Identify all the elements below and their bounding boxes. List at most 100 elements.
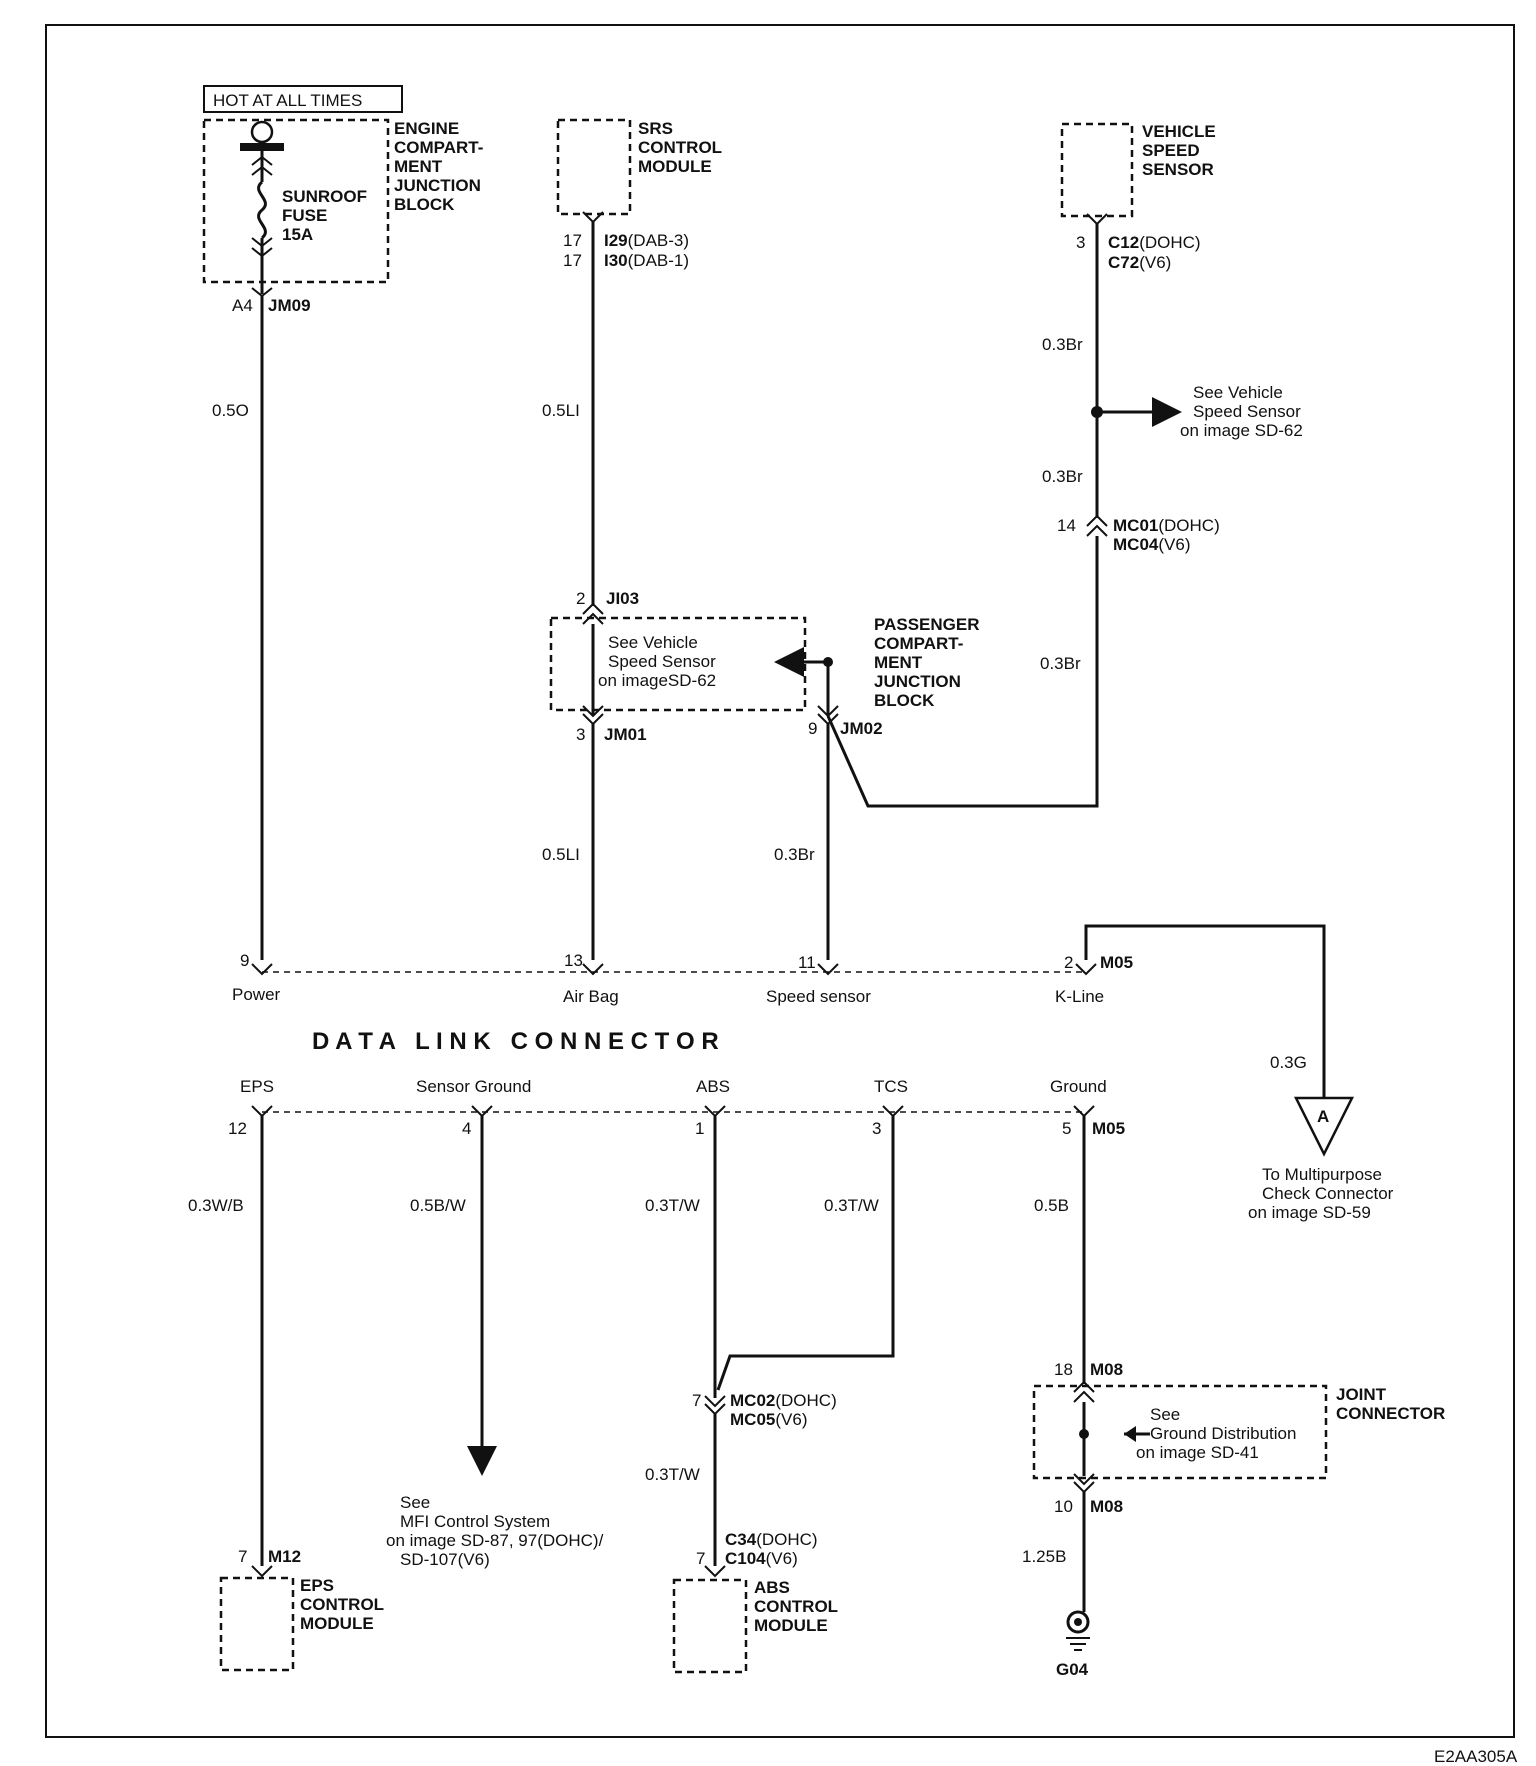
svg-text:CONTROL: CONTROL [754, 1597, 838, 1616]
svg-text:MC04(V6): MC04(V6) [1113, 535, 1190, 554]
svg-text:1.25B: 1.25B [1022, 1547, 1066, 1566]
figure-id: E2AA305A [1434, 1747, 1518, 1766]
svg-text:0.3T/W: 0.3T/W [645, 1196, 700, 1215]
svg-text:SUNROOF: SUNROOF [282, 187, 367, 206]
svg-text:MODULE: MODULE [754, 1616, 828, 1635]
svg-text:on image SD-87, 97(DOHC)/: on image SD-87, 97(DOHC)/ [386, 1531, 604, 1550]
svg-text:ABS: ABS [754, 1578, 790, 1597]
svg-text:EPS: EPS [240, 1077, 274, 1096]
svg-text:JM02: JM02 [840, 719, 883, 738]
svg-text:13: 13 [564, 951, 583, 970]
svg-text:TCS: TCS [874, 1077, 908, 1096]
svg-text:M08: M08 [1090, 1360, 1123, 1379]
svg-text:0.3G: 0.3G [1270, 1053, 1307, 1072]
svg-text:0.3Br: 0.3Br [1040, 654, 1081, 673]
svg-text:3: 3 [1076, 233, 1085, 252]
svg-text:JOINT: JOINT [1336, 1385, 1387, 1404]
svg-text:14: 14 [1057, 516, 1076, 535]
svg-text:0.5B/W: 0.5B/W [410, 1196, 466, 1215]
svg-text:0.5B: 0.5B [1034, 1196, 1069, 1215]
svg-text:3: 3 [576, 725, 585, 744]
svg-text:M05: M05 [1100, 953, 1133, 972]
svg-text:0.3T/W: 0.3T/W [645, 1465, 700, 1484]
svg-text:MC05(V6): MC05(V6) [730, 1410, 807, 1429]
svg-text:EPS: EPS [300, 1576, 334, 1595]
svg-text:Ground: Ground [1050, 1077, 1107, 1096]
svg-text:17: 17 [563, 251, 582, 270]
svg-text:1: 1 [695, 1119, 704, 1138]
svg-text:MODULE: MODULE [638, 157, 712, 176]
svg-text:COMPART-: COMPART- [874, 634, 963, 653]
svg-text:2: 2 [576, 589, 585, 608]
svg-text:Check Connector: Check Connector [1262, 1184, 1394, 1203]
svg-text:C12(DOHC): C12(DOHC) [1108, 233, 1201, 252]
svg-text:0.3T/W: 0.3T/W [824, 1196, 879, 1215]
svg-text:BLOCK: BLOCK [874, 691, 935, 710]
svg-text:Speed Sensor: Speed Sensor [1193, 402, 1301, 421]
svg-text:7: 7 [696, 1549, 705, 1568]
svg-text:M08: M08 [1090, 1497, 1123, 1516]
data-link-connector: 9 13 11 2 M05 Power Air Bag Speed sensor… [228, 951, 1133, 1138]
svg-text:5: 5 [1062, 1119, 1071, 1138]
ground-g04: G04 [1056, 1610, 1090, 1679]
svg-text:CONNECTOR: CONNECTOR [1336, 1404, 1445, 1423]
svg-text:JUNCTION: JUNCTION [874, 672, 961, 691]
svg-text:17: 17 [563, 231, 582, 250]
svg-text:0.3Br: 0.3Br [1042, 467, 1083, 486]
svg-text:11: 11 [798, 953, 816, 972]
svg-text:BLOCK: BLOCK [394, 195, 455, 214]
svg-text:JM09: JM09 [268, 296, 311, 315]
svg-text:M12: M12 [268, 1547, 301, 1566]
svg-text:I30(DAB-1): I30(DAB-1) [604, 251, 689, 270]
hot-at-all-times-box [203, 85, 403, 113]
svg-text:MFI Control System: MFI Control System [400, 1512, 550, 1531]
engine-compartment-junction-block: HOT AT ALL TIMES SUNROOF FUSE 15A ENGINE… [202, 85, 483, 315]
svg-text:To Multipurpose: To Multipurpose [1262, 1165, 1382, 1184]
svg-text:JI03: JI03 [606, 589, 639, 608]
svg-text:COMPART-: COMPART- [394, 138, 483, 157]
tcs-wire [716, 1116, 895, 1391]
svg-text:0.3Br: 0.3Br [1042, 335, 1083, 354]
svg-text:on image SD-41: on image SD-41 [1136, 1443, 1259, 1462]
svg-text:A: A [1317, 1107, 1329, 1126]
svg-text:2: 2 [1064, 953, 1073, 972]
svg-text:0.5LI: 0.5LI [542, 845, 580, 864]
svg-text:JUNCTION: JUNCTION [394, 176, 481, 195]
svg-text:on image SD-62: on image SD-62 [1180, 421, 1303, 440]
svg-text:0.5LI: 0.5LI [542, 401, 580, 420]
svg-text:See: See [1150, 1405, 1180, 1424]
hot-at-all-times-label: HOT AT ALL TIMES [213, 91, 362, 110]
svg-text:C72(V6): C72(V6) [1108, 253, 1171, 272]
svg-text:JM01: JM01 [604, 725, 647, 744]
svg-text:18: 18 [1054, 1360, 1073, 1379]
svg-text:on imageSD-62: on imageSD-62 [598, 671, 716, 690]
svg-text:MODULE: MODULE [300, 1614, 374, 1633]
svg-text:7: 7 [692, 1391, 701, 1410]
svg-text:SENSOR: SENSOR [1142, 160, 1214, 179]
svg-text:See Vehicle: See Vehicle [608, 633, 698, 652]
svg-text:CONTROL: CONTROL [300, 1595, 384, 1614]
svg-text:VEHICLE: VEHICLE [1142, 122, 1216, 141]
multipurpose-check-connector-ref: A To Multipurpose Check Connector on ima… [1248, 1096, 1394, 1222]
svg-text:MENT: MENT [394, 157, 443, 176]
svg-text:C104(V6): C104(V6) [725, 1549, 798, 1568]
svg-text:15A: 15A [282, 225, 313, 244]
eps-control-module: 7 M12 EPS CONTROL MODULE [219, 1547, 384, 1672]
svg-text:A4: A4 [232, 296, 253, 315]
svg-text:Sensor Ground: Sensor Ground [416, 1077, 531, 1096]
passenger-compartment-junction-block: 2 JI03 See Vehicle Speed Sensor on image… [549, 589, 980, 744]
svg-text:12: 12 [228, 1119, 247, 1138]
svg-text:SPEED: SPEED [1142, 141, 1200, 160]
svg-text:Air Bag: Air Bag [563, 987, 619, 1006]
svg-text:See Vehicle: See Vehicle [1193, 383, 1283, 402]
svg-text:9: 9 [808, 719, 817, 738]
svg-text:4: 4 [462, 1119, 471, 1138]
diagram-frame [45, 24, 1515, 1738]
srs-control-module: SRS CONTROL MODULE 17 17 I29(DAB-3) I30(… [556, 118, 722, 270]
svg-text:SD-107(V6): SD-107(V6) [400, 1550, 490, 1569]
k-line-wire [1084, 924, 1326, 1098]
svg-text:See: See [400, 1493, 430, 1512]
svg-text:MC01(DOHC): MC01(DOHC) [1113, 516, 1220, 535]
svg-text:0.3W/B: 0.3W/B [188, 1196, 244, 1215]
joint-connector: 18 M08 See Ground Distribution on image … [1032, 1360, 1445, 1516]
